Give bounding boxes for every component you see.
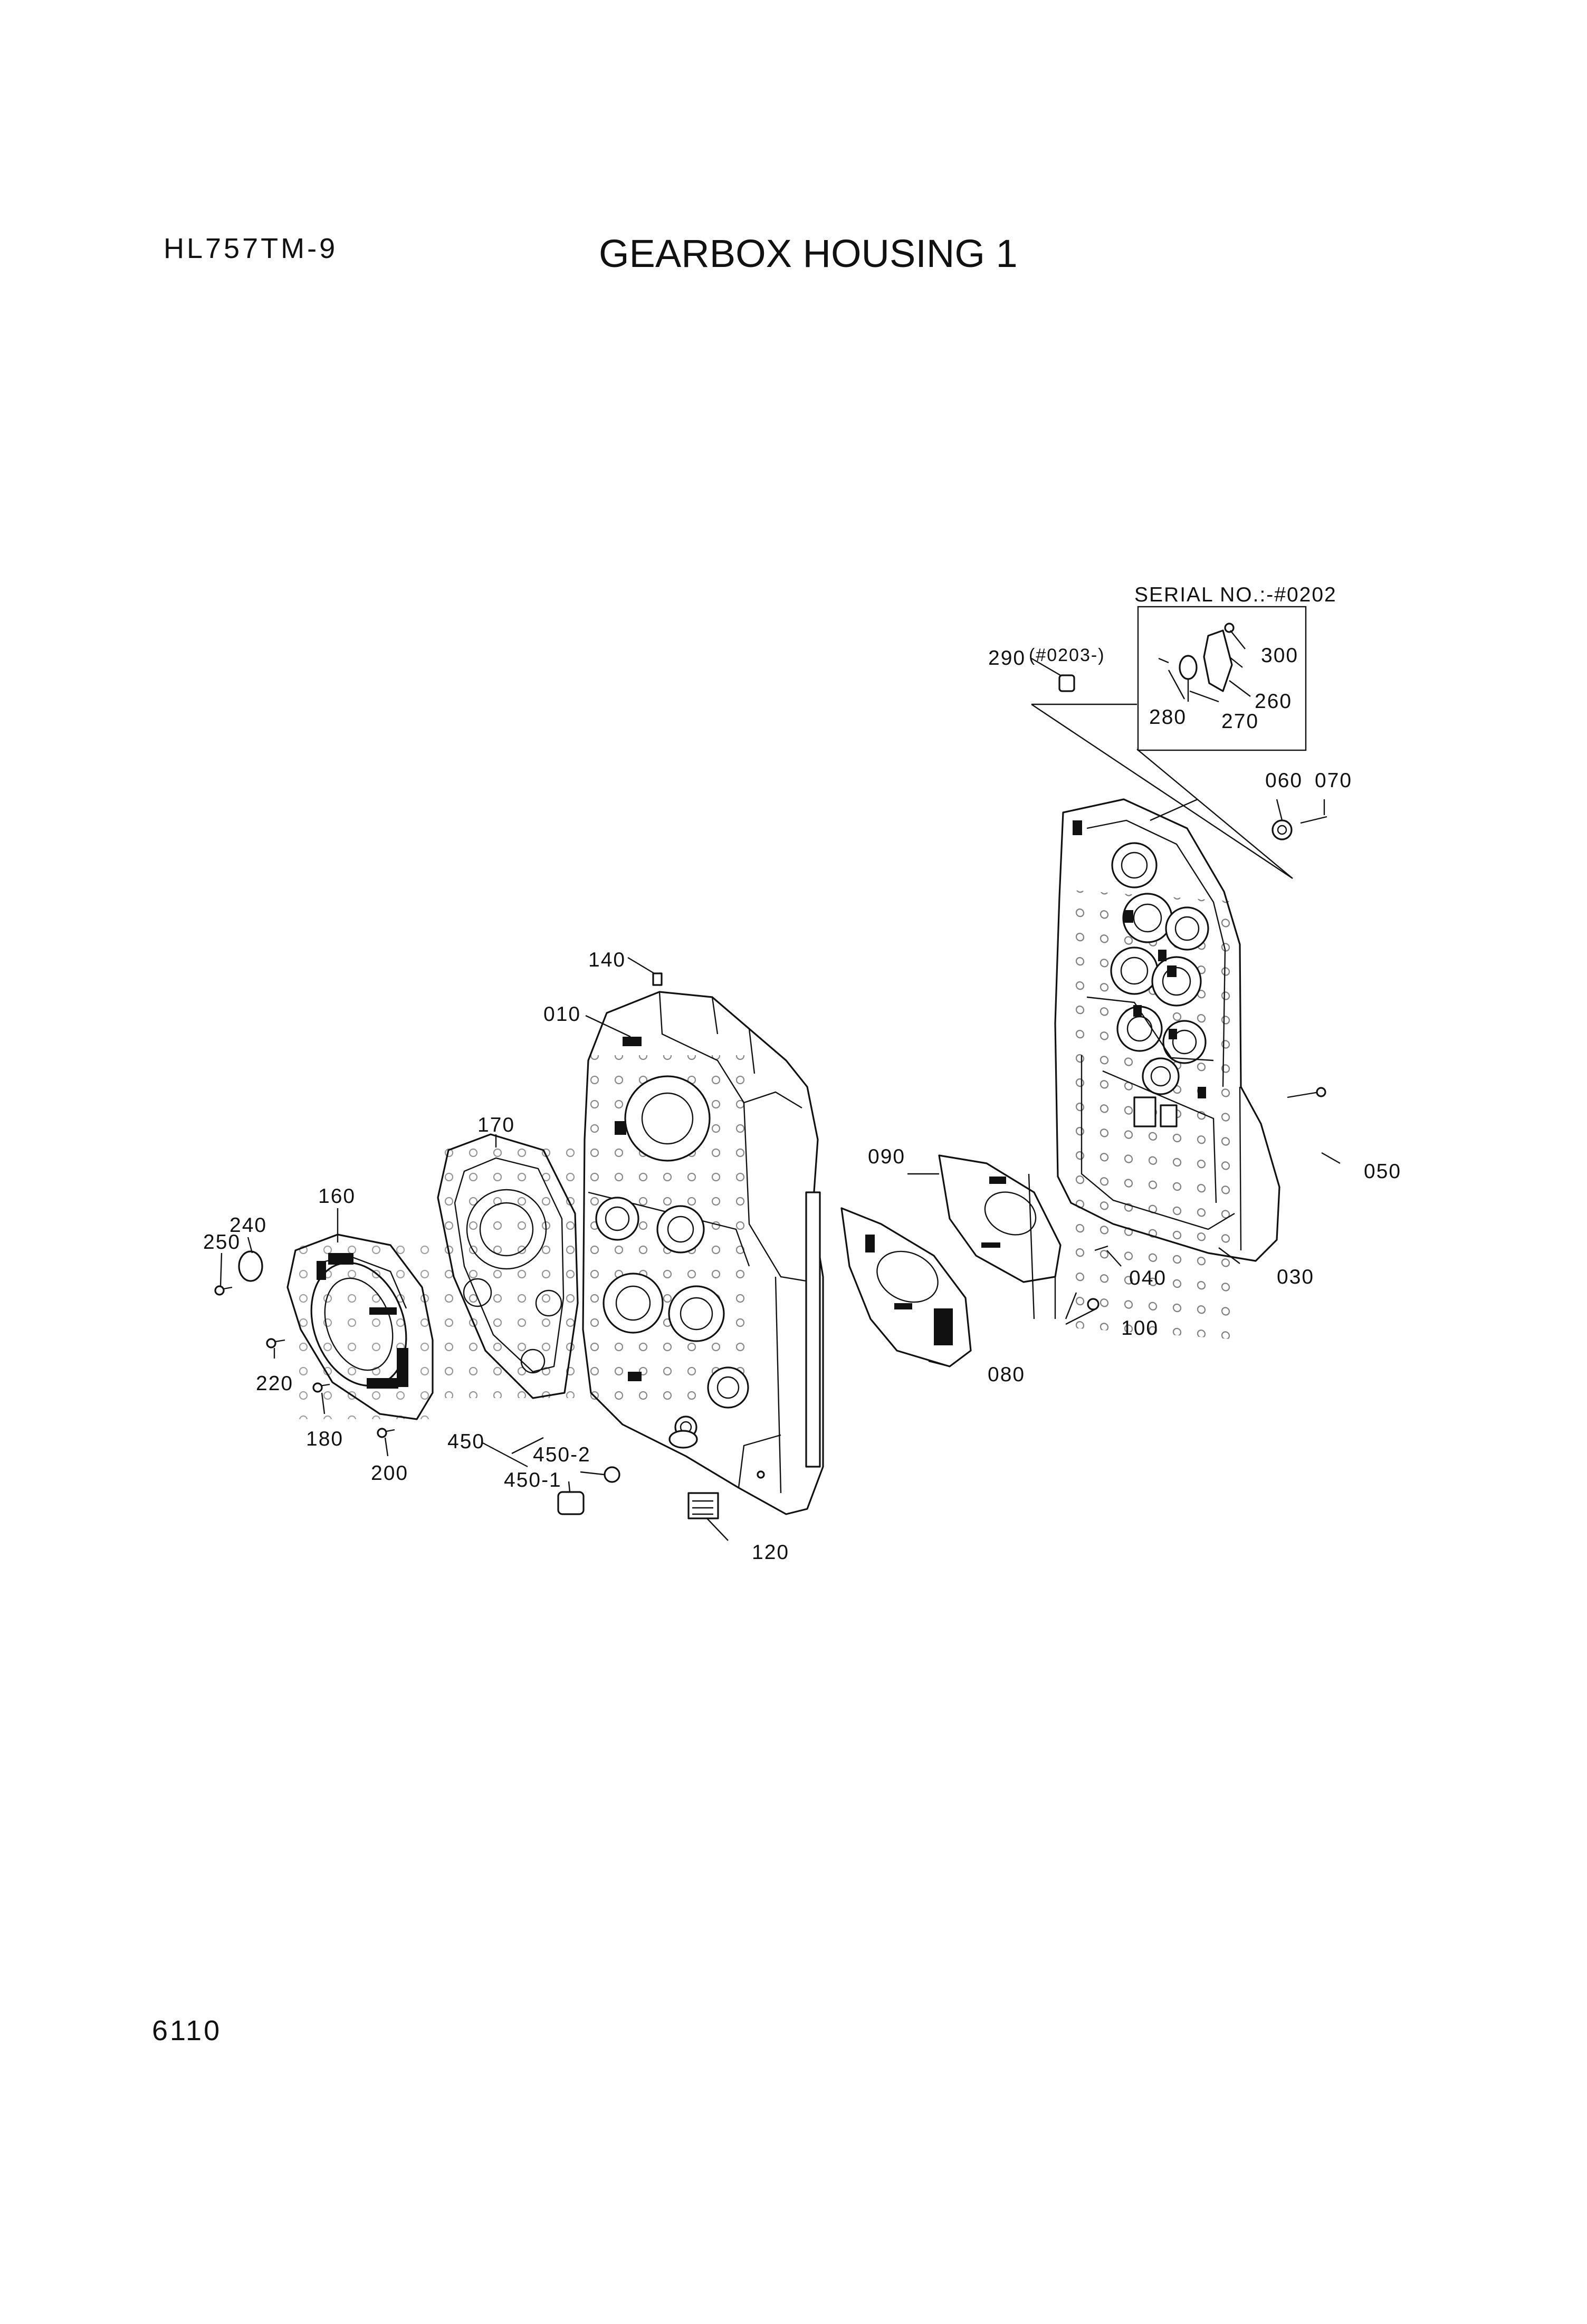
- callout-220: 220: [256, 1372, 293, 1395]
- callout-140: 140: [588, 949, 626, 971]
- part-030-rear-housing: [1054, 798, 1280, 1340]
- callout-160: 160: [318, 1185, 356, 1208]
- model-code: HL757TM-9: [164, 233, 338, 264]
- callout-010: 010: [543, 1003, 581, 1026]
- small-parts: [214, 674, 1327, 1519]
- callout-180: 180: [306, 1428, 343, 1450]
- page-title: GEARBOX HOUSING 1: [599, 232, 1018, 275]
- callout-120: 120: [752, 1541, 789, 1564]
- callout-030: 030: [1277, 1266, 1314, 1288]
- part-170-gasket: [437, 1133, 579, 1399]
- part-160-front-cover: [286, 1233, 434, 1420]
- callout-100: 100: [1121, 1317, 1159, 1340]
- callout-250: 250: [203, 1231, 241, 1254]
- callout-290: 290: [988, 647, 1026, 670]
- callout-090: 090: [868, 1145, 905, 1168]
- callout-450: 450: [447, 1430, 485, 1453]
- callout-300: 300: [1261, 644, 1298, 667]
- part-080-cover: [840, 1207, 972, 1367]
- part-090-cover: [938, 1154, 1062, 1283]
- callout-260: 260: [1255, 690, 1292, 713]
- part-010-main-housing: [582, 991, 824, 1515]
- callout-450-1: 450-1: [504, 1469, 562, 1491]
- callout-240: 240: [230, 1214, 267, 1237]
- page-number: 6110: [152, 2015, 222, 2046]
- callout-450-2: 450-2: [533, 1443, 591, 1466]
- callout-070: 070: [1315, 769, 1352, 792]
- leader-lines: [219, 630, 1341, 1541]
- callout-200: 200: [371, 1462, 408, 1485]
- callout-280: 280: [1149, 706, 1187, 729]
- serial-inset: SERIAL NO.:-#0202: [1134, 584, 1337, 751]
- callout-050: 050: [1364, 1160, 1401, 1183]
- callout-labels: 140 010 170 160 240 250 220 180 200 450 …: [203, 644, 1401, 1564]
- serial-note: SERIAL NO.:-#0202: [1134, 584, 1337, 606]
- callout-040: 040: [1129, 1267, 1167, 1289]
- callout-270: 270: [1221, 710, 1259, 733]
- callout-170: 170: [477, 1114, 515, 1136]
- callout-060: 060: [1265, 769, 1303, 792]
- callout-080: 080: [988, 1363, 1025, 1386]
- callout-290-note: (#0203-): [1029, 645, 1105, 665]
